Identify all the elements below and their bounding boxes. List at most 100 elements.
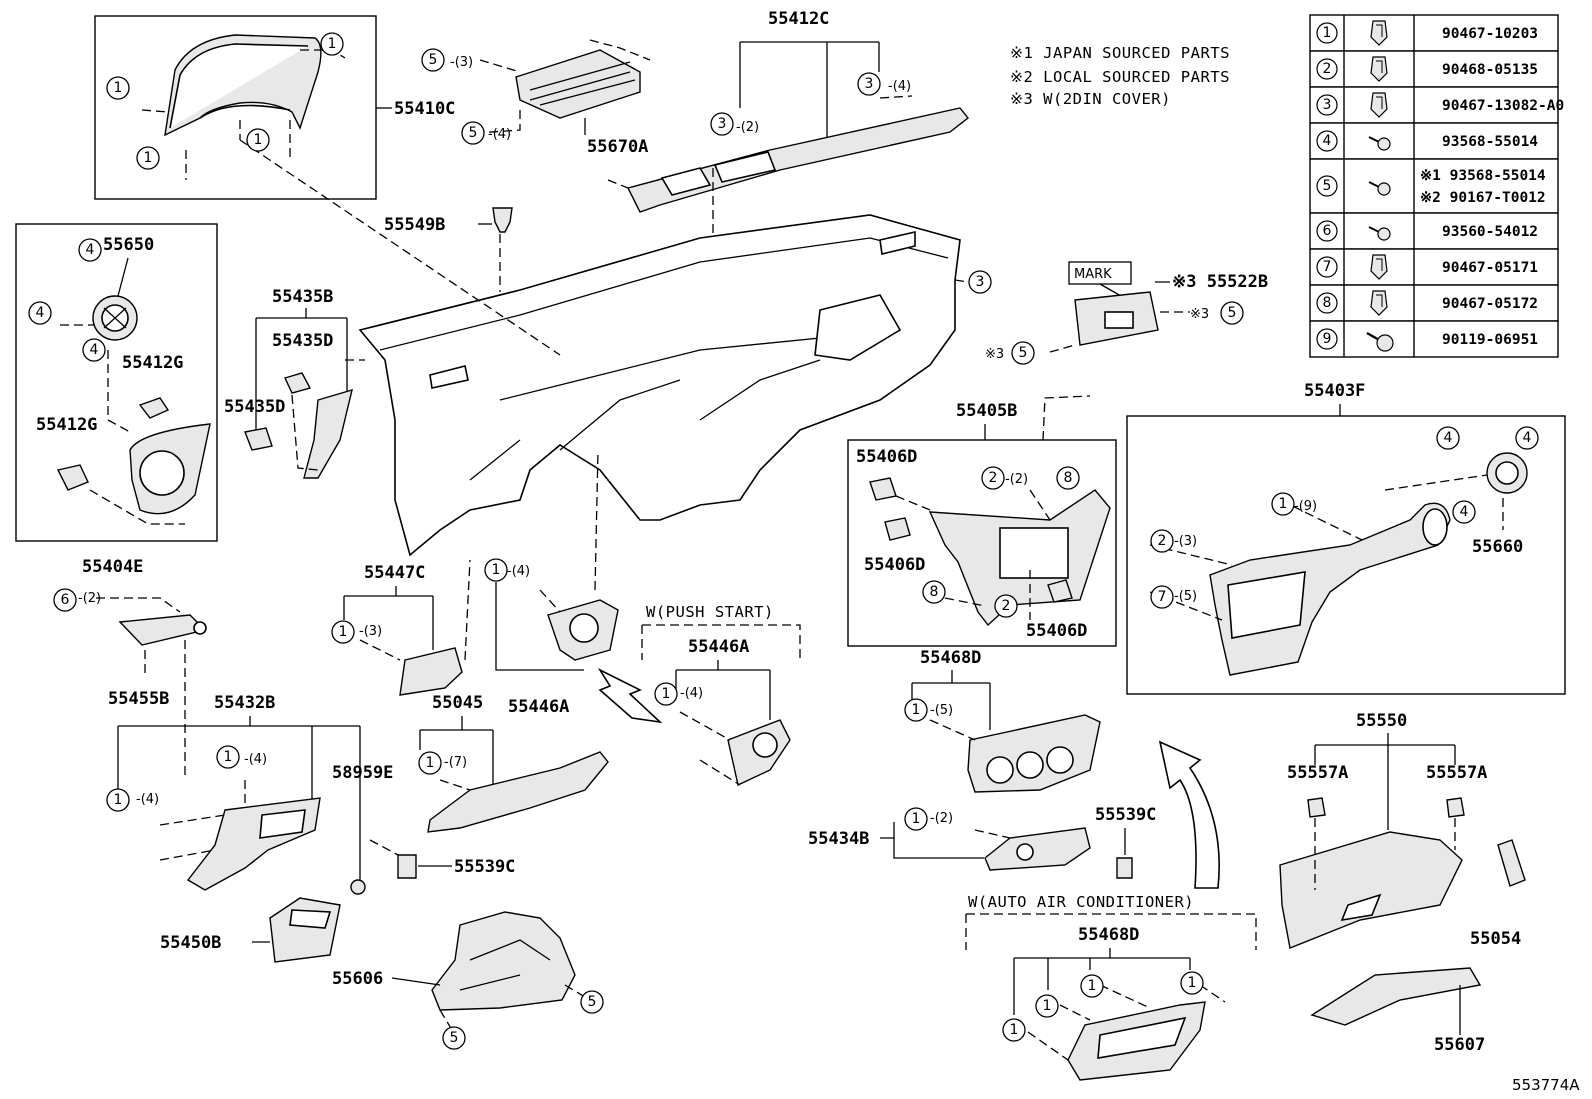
callout-ref-2: 2 (1150, 529, 1174, 553)
leader-55446a-a (495, 582, 584, 671)
svg-text:4: 4 (90, 342, 99, 358)
svg-text:1: 1 (492, 562, 501, 578)
leader-55446a-b (675, 660, 771, 720)
group-55410c: 55410C (94, 15, 455, 200)
label-55406d-c: 55406D (1026, 621, 1087, 641)
meter-hood-lip (199, 104, 291, 119)
label-55549b: 55549B (384, 215, 445, 235)
ref3-a: ※3 (1190, 307, 1209, 322)
label-55660: 55660 (1472, 537, 1523, 557)
label-55406d-a: 55406D (856, 447, 917, 467)
callout-ref-5: 5 (1220, 301, 1244, 325)
fastener-part-number: 90467-13082-A0 (1442, 98, 1564, 114)
callout-ref-8: 8 (1056, 466, 1080, 490)
leader-lines (954, 279, 969, 283)
qty-7-5: -(5) (1174, 589, 1197, 604)
right-vent-inner (1495, 461, 1519, 485)
qty-1-4b: -(4) (680, 686, 703, 701)
svg-text:3: 3 (865, 76, 874, 92)
group-55432b: 55432B (117, 693, 366, 895)
callout-ref-1: 1 (1180, 971, 1204, 995)
label-55054: 55054 (1470, 929, 1521, 949)
glovebox-handle (1340, 893, 1382, 922)
leader-lines (291, 394, 319, 471)
fastener-ref: 8 (1323, 295, 1332, 311)
legend-notes: ※1 JAPAN SOURCED PARTS ※2 LOCAL SOURCED … (1010, 44, 1230, 108)
leader-55468d-a (911, 670, 991, 730)
callout-ref-1: 1 (1002, 1018, 1026, 1042)
callout-ref-4: 4 (78, 238, 102, 262)
meter-hood-edge (169, 43, 309, 129)
leader-55434b (880, 822, 984, 859)
diagram-id: 553774A (1512, 1076, 1580, 1094)
stopper-55557a-a (1307, 797, 1326, 818)
callout-ref-1: 1 (904, 807, 928, 831)
svg-text:1: 1 (912, 811, 921, 827)
group-55447c: 55447C (343, 559, 471, 696)
label-55455b: 55455B (108, 689, 169, 709)
clip-55406d-c (1047, 579, 1073, 603)
label-55446a-b: 55446A (688, 637, 749, 657)
clip-58959e (350, 879, 366, 895)
ref-circle (1316, 256, 1338, 278)
display-opening (999, 527, 1069, 579)
note-2din-cover: ※3 W(2DIN COVER) (1010, 90, 1171, 108)
callout-ref-1: 1 (654, 682, 678, 706)
svg-text:1: 1 (144, 150, 153, 166)
svg-text:1: 1 (1043, 998, 1052, 1014)
lower-panel-55403f (1209, 502, 1451, 676)
svg-text:1: 1 (1279, 496, 1288, 512)
leader-55447c (343, 586, 434, 650)
clip-icon (1370, 290, 1388, 316)
panel-opening (1227, 571, 1306, 639)
callout-ref-1: 1 (106, 76, 130, 100)
stopper-55557a-b (1446, 797, 1465, 818)
callout-ref-1: 1 (1035, 994, 1059, 1018)
qty-2-3: -(3) (1174, 534, 1197, 549)
label-55412c: 55412C (768, 9, 829, 29)
note-japan-sourced: ※1 JAPAN SOURCED PARTS (1010, 44, 1230, 62)
ref-circle (1316, 130, 1338, 152)
leader-55435b (255, 308, 348, 432)
dash-panel-outline (358, 214, 961, 557)
glovebox-55550 (1279, 831, 1463, 949)
fastener-part-number: 93568-55014 (1442, 134, 1538, 150)
label-55406d-b: 55406D (864, 555, 925, 575)
callout-3-dash: 3 (954, 270, 992, 294)
screw-55455b (193, 621, 207, 635)
svg-text:1: 1 (1088, 978, 1097, 994)
svg-text:1: 1 (339, 624, 348, 640)
side-vent-slats (103, 307, 127, 329)
fastener-part-number: 90467-05171 (1442, 260, 1538, 276)
fastener-ref: 2 (1323, 61, 1332, 77)
svg-text:7: 7 (1158, 589, 1167, 605)
ref-circle (1316, 22, 1338, 44)
vent-slats (529, 61, 636, 106)
label-55412g-a: 55412G (122, 353, 183, 373)
ref-circle (1316, 220, 1338, 242)
callout-ref-2: 2 (981, 466, 1005, 490)
side-panel-55435b (303, 388, 353, 479)
svg-text:1: 1 (328, 36, 337, 52)
group-55539c-a: 55539C (369, 839, 515, 879)
arrow-auto-ac (1158, 740, 1220, 889)
fastener-row: 5※1 93568-55014※2 90167-T0012 (1309, 158, 1559, 214)
ref-circle (1316, 58, 1338, 80)
callout-ref-4: 4 (28, 301, 52, 325)
qty-1-9: -(9) (1294, 499, 1317, 514)
callout-ref-5: 5 (461, 121, 485, 145)
svg-text:4: 4 (1444, 430, 1453, 446)
group-55549b: 55549B (384, 207, 513, 292)
clip-icon (1370, 56, 1388, 82)
leader-lines (369, 839, 399, 856)
callout-ref-3: 3 (857, 72, 881, 96)
ac-knob-3 (1046, 746, 1074, 774)
variant-bracket (641, 624, 801, 660)
label-55550: 55550 (1356, 711, 1407, 731)
qty-1-5: -(5) (930, 703, 953, 718)
